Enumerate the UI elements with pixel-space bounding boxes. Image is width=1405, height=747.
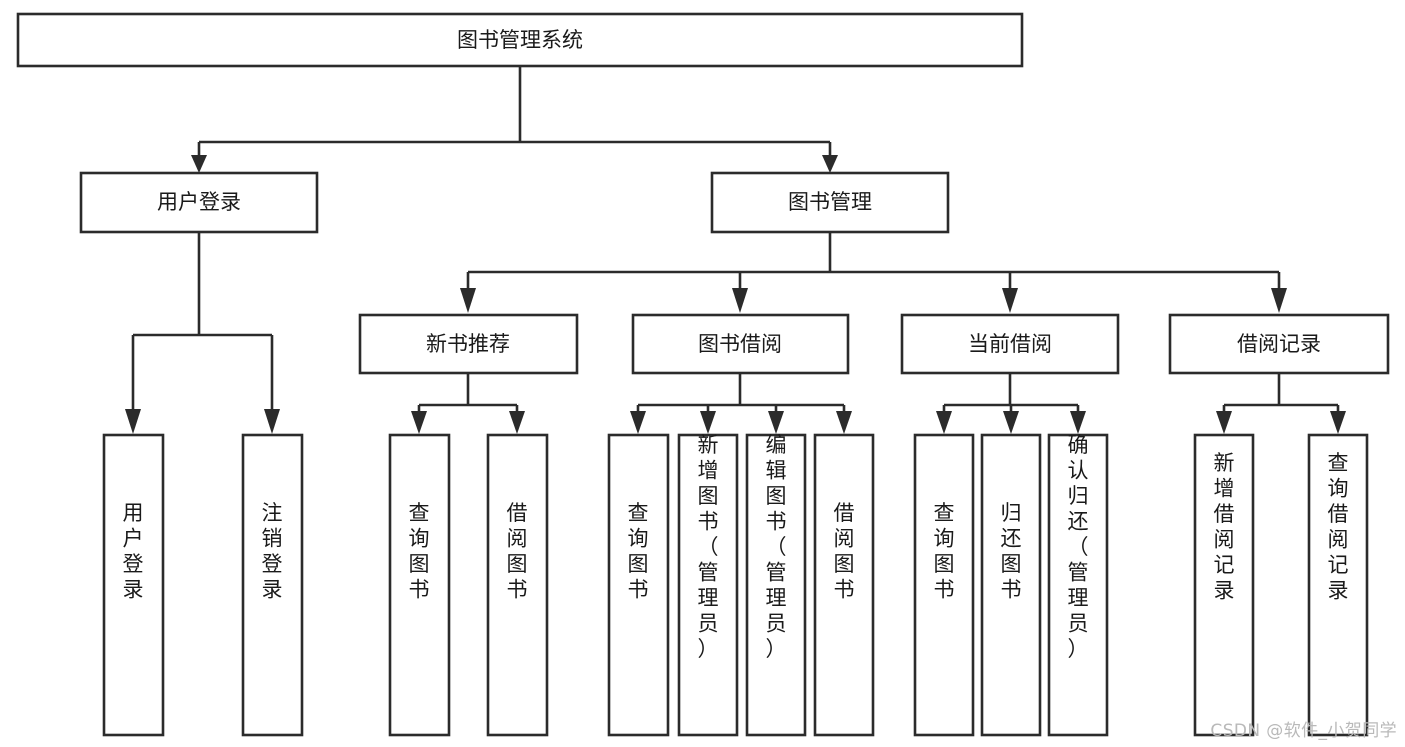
node-user-login[interactable]: 用户登录 <box>79 171 319 234</box>
leaf-borrow-book-1[interactable]: 借阅图书 <box>486 433 549 737</box>
arrow-head-leaf-query-record <box>1330 411 1346 434</box>
node-book-management-label: 图书管理 <box>788 190 872 214</box>
arrow-head-borrow-record <box>1271 288 1287 313</box>
node-book-borrow[interactable]: 图书借阅 <box>631 313 850 375</box>
leaf-query-record-box[interactable] <box>1307 433 1369 737</box>
leaf-add-record-box[interactable] <box>1193 433 1255 737</box>
leaf-add-record-label: 新增借阅记录 <box>1214 451 1235 603</box>
leaf-edit-book-label: 编辑图书（管理员） <box>766 433 787 661</box>
leaf-confirm-return-box[interactable] <box>1047 433 1109 737</box>
arrow-head-leaf-confirm-return <box>1070 411 1086 434</box>
arrow-head-leaf-borrow-book-2 <box>836 411 852 434</box>
node-book-management[interactable]: 图书管理 <box>710 171 950 234</box>
node-user-login-label: 用户登录 <box>157 190 241 214</box>
leaf-user-login-label: 用户登录 <box>123 501 144 602</box>
leaf-query-book-1[interactable]: 查询图书 <box>388 433 451 737</box>
arrow-head-leaf-add-record <box>1216 411 1232 434</box>
connector-layer <box>125 66 1346 434</box>
leaf-return-book-box[interactable] <box>980 433 1042 737</box>
leaf-add-book-label: 新增图书（管理员） <box>698 433 719 661</box>
node-current-borrow-box[interactable] <box>900 313 1120 375</box>
node-borrow-record[interactable]: 借阅记录 <box>1168 313 1390 375</box>
node-new-book-recommend-box[interactable] <box>358 313 579 375</box>
leaf-user-logout[interactable]: 注销登录 <box>241 433 304 737</box>
leaf-user-login-box[interactable] <box>102 433 165 737</box>
arrow-head-leaf-query-book-2 <box>630 411 646 434</box>
node-new-book-recommend[interactable]: 新书推荐 <box>358 313 579 375</box>
leaf-query-book-2-label: 查询图书 <box>628 501 649 602</box>
leaf-borrow-book-2-box[interactable] <box>813 433 875 737</box>
leaf-edit-book[interactable]: 编辑图书（管理员） <box>745 433 807 737</box>
leaf-add-record[interactable]: 新增借阅记录 <box>1193 433 1255 737</box>
leaf-confirm-return[interactable]: 确认归还（管理员） <box>1047 433 1109 737</box>
leaf-query-book-3-box[interactable] <box>913 433 975 737</box>
arrow-head-leaf-borrow-book-1 <box>509 411 525 434</box>
arrow-head-leaf-user-logout <box>264 409 280 434</box>
node-borrow-record-box[interactable] <box>1168 313 1390 375</box>
node-book-borrow-label: 图书借阅 <box>698 332 782 356</box>
leaf-confirm-return-label: 确认归还（管理员） <box>1068 433 1089 661</box>
arrow-head-current-borrow <box>1002 288 1018 313</box>
arrow-head-leaf-query-book-1 <box>411 411 427 434</box>
leaf-add-book-box[interactable] <box>677 433 739 737</box>
leaf-query-book-2[interactable]: 查询图书 <box>607 433 670 737</box>
leaf-query-book-3-label: 查询图书 <box>934 501 955 602</box>
leaf-query-record-label: 查询借阅记录 <box>1328 451 1349 603</box>
leaf-query-book-3[interactable]: 查询图书 <box>913 433 975 737</box>
leaf-return-book[interactable]: 归还图书 <box>980 433 1042 737</box>
node-borrow-record-label: 借阅记录 <box>1237 332 1321 356</box>
leaf-borrow-book-2[interactable]: 借阅图书 <box>813 433 875 737</box>
arrow-head-user-login <box>191 155 207 173</box>
leaf-query-book-1-box[interactable] <box>388 433 451 737</box>
leaf-query-book-2-box[interactable] <box>607 433 670 737</box>
leaf-user-logout-label: 注销登录 <box>262 501 283 602</box>
node-root[interactable]: 图书管理系统 <box>16 12 1024 68</box>
node-user-login-box[interactable] <box>79 171 319 234</box>
leaf-user-logout-box[interactable] <box>241 433 304 737</box>
node-book-borrow-box[interactable] <box>631 313 850 375</box>
leaf-query-record[interactable]: 查询借阅记录 <box>1307 433 1369 737</box>
arrow-head-leaf-query-book-3 <box>936 411 952 434</box>
leaf-borrow-book-1-box[interactable] <box>486 433 549 737</box>
node-root-label: 图书管理系统 <box>457 28 583 52</box>
leaf-return-book-label: 归还图书 <box>1001 501 1022 602</box>
node-current-borrow[interactable]: 当前借阅 <box>900 313 1120 375</box>
leaf-user-login[interactable]: 用户登录 <box>102 433 165 737</box>
arrow-head-leaf-user-login <box>125 409 141 434</box>
arrow-head-book-borrow <box>732 288 748 313</box>
node-root-box[interactable] <box>16 12 1024 68</box>
arrow-head-book-management <box>822 155 838 173</box>
node-book-management-box[interactable] <box>710 171 950 234</box>
leaf-add-book[interactable]: 新增图书（管理员） <box>677 433 739 737</box>
arrow-head-new-book-recommend <box>460 288 476 313</box>
leaf-borrow-book-1-label: 借阅图书 <box>507 501 528 602</box>
node-new-book-recommend-label: 新书推荐 <box>426 332 510 356</box>
node-current-borrow-label: 当前借阅 <box>968 332 1052 356</box>
leaf-borrow-book-2-label: 借阅图书 <box>834 501 855 602</box>
csdn-watermark: CSDN @软件_小贺同学 <box>1210 721 1397 741</box>
leaf-query-book-1-label: 查询图书 <box>409 501 430 602</box>
arrow-head-leaf-add-book <box>700 411 716 434</box>
arrow-head-leaf-return-book <box>1003 411 1019 434</box>
leaf-edit-book-box[interactable] <box>745 433 807 737</box>
arrow-head-leaf-edit-book <box>768 411 784 434</box>
